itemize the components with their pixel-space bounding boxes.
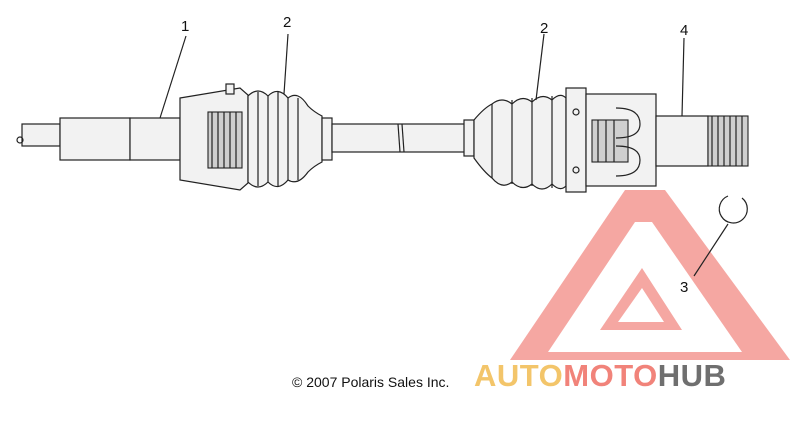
copyright-notice: © 2007 Polaris Sales Inc. — [292, 374, 450, 390]
watermark-logo — [510, 190, 790, 360]
watermark-text: AUTOMOTOHUB — [474, 358, 726, 394]
watermark-hub: HUB — [657, 358, 727, 393]
left-boot — [247, 90, 333, 188]
callout-2-right: 2 — [540, 20, 548, 37]
outer-cv-joint — [179, 83, 249, 191]
right-boot — [473, 94, 567, 190]
inner-cv-joint — [565, 87, 657, 193]
left-stub-shaft — [16, 117, 181, 161]
callout-3: 3 — [680, 279, 688, 296]
callout-2-left: 2 — [283, 14, 291, 31]
callout-1: 1 — [181, 18, 189, 35]
circlip-ring — [718, 195, 748, 224]
right-stub-shaft — [655, 115, 749, 167]
center-shaft — [331, 119, 475, 157]
callout-4: 4 — [680, 22, 688, 39]
watermark-auto: AUTO — [474, 358, 564, 393]
leader-lines — [159, 33, 729, 277]
watermark-moto: MOTO — [563, 358, 658, 393]
